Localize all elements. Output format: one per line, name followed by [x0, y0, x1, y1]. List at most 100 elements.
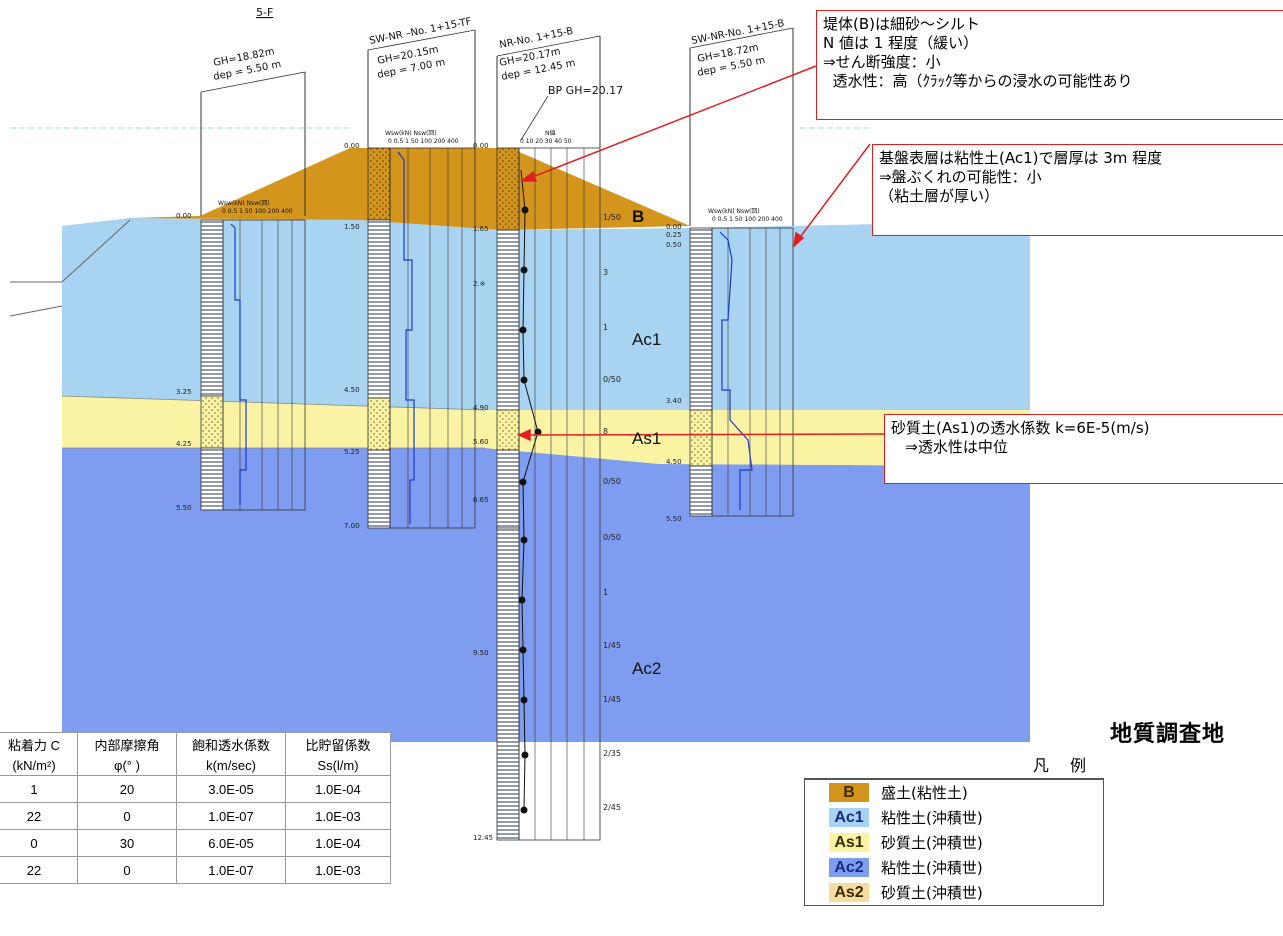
table-cell: 1.0E-07 — [176, 802, 286, 830]
depth-bh1-1: 3.25 — [176, 388, 192, 396]
borehole-sw-nr-tf — [367, 29, 476, 529]
depth-bh3-7: 12.45 — [473, 834, 493, 842]
legend-label: 砂質土(沖積世) — [881, 884, 983, 902]
table-cell: 1.0E-04 — [285, 775, 391, 803]
borehole-3-bp: BP GH=20.17 — [548, 84, 623, 97]
layer-ac1 — [62, 218, 1030, 410]
soil-properties-table: 粘着力 C 内部摩擦角 飽和透水係数 比貯留係数 (kN/m²) φ(° ) k… — [0, 732, 391, 884]
legend-label: 砂質土(沖積世) — [881, 834, 983, 852]
legend-item-as2: As2 砂質土(沖積世) — [805, 880, 1103, 905]
note-embankment: 堤体(B)は細砂～シルト N 値は 1 程度（緩い） ⇒せん断強度：小 透水性：… — [816, 10, 1283, 120]
depth-bh4-0: 0.00 — [666, 223, 682, 231]
col-header-scale-2: 0 0.5 1 50 100 200 400 — [388, 138, 459, 145]
depth-bh3-3: 4.90 — [473, 404, 489, 412]
table-cell: 1.0E-04 — [285, 829, 391, 857]
depth-labels: 0.00 3.25 4.25 5.50 0.00 1.50 4.50 5.25 … — [176, 142, 682, 842]
note-base-layer: 基盤表層は粘性土(Ac1)で層厚は 3m 程度 ⇒盤ぶくれの可能性：小 （粘土層… — [872, 144, 1283, 236]
table-cell: 0 — [77, 802, 177, 830]
depth-bh3-5: 6.65 — [473, 496, 489, 504]
n-value-5: 0/50 — [603, 477, 621, 486]
col-header-wsw-4: Wsw(kN) Nsw(回) — [708, 208, 760, 215]
table-row: 1 20 3.0E-05 1.0E-04 — [0, 775, 391, 803]
depth-bh2-2: 4.50 — [344, 386, 360, 394]
n-value-0: 1/50 — [603, 213, 621, 222]
layer-label-as1: As1 — [632, 429, 661, 448]
slope-line-lower — [9, 305, 63, 317]
depth-bh3-1: 1.65 — [473, 225, 489, 233]
table-cell: 6.0E-05 — [176, 829, 286, 857]
table-unit: Ss(l/m) — [285, 755, 391, 776]
depth-bh1-2: 4.25 — [176, 440, 192, 448]
legend-swatch: B — [829, 783, 869, 802]
layer-b-embankment — [130, 148, 690, 230]
slope-line-mid — [61, 219, 131, 283]
depth-bh4-3: 3.40 — [666, 397, 682, 405]
depth-bh4-2: 0.50 — [666, 241, 682, 249]
legend-label: 粘性土(沖積世) — [881, 809, 983, 827]
col-header-n-scale: 0 10 20 30 40 50 — [520, 138, 572, 145]
depth-bh2-1: 1.50 — [344, 223, 360, 231]
table-cell: 22 — [0, 856, 78, 884]
depth-bh3-0: 0.00 — [473, 142, 489, 150]
depth-bh4-1: 0.25 — [666, 231, 682, 239]
depth-bh1-0: 0.00 — [176, 212, 192, 220]
legend-title: 凡 例 — [1032, 756, 1094, 775]
legend: 凡 例 B 盛土(粘性土) Ac1 粘性土(沖積世) As1 砂質土(沖積世) … — [804, 752, 1104, 906]
borehole-2-name: SW-NR –No. 1+15-TF — [368, 16, 472, 47]
borehole-sw-nr-b — [689, 27, 794, 517]
table-cell: 22 — [0, 802, 78, 830]
legend-label: 盛土(粘性土) — [881, 784, 968, 802]
table-row: 22 0 1.0E-07 1.0E-03 — [0, 856, 391, 884]
col-header-n-value: N値 — [545, 129, 556, 137]
col-header-scale-1: 0 0.5 1 50 100 200 400 — [222, 208, 293, 215]
table-header: 比貯留係数 — [285, 732, 391, 755]
n-value-11: 2/45 — [603, 803, 621, 812]
table-cell: 1.0E-03 — [285, 856, 391, 884]
depth-bh1-3: 5.50 — [176, 504, 192, 512]
col-header-wsw-2: Wsw(kN) Nsw(回) — [385, 130, 437, 137]
depth-bh2-0: 0.00 — [344, 142, 360, 150]
layer-label-ac2: Ac2 — [632, 659, 661, 678]
table-unit: φ(° ) — [77, 755, 177, 776]
site-title: 地質調査地 — [1110, 722, 1226, 747]
table-cell: 1 — [0, 775, 78, 803]
depth-bh3-2: 2.※ — [473, 280, 486, 288]
legend-item-b: B 盛土(粘性土) — [805, 780, 1103, 805]
table-unit: (kN/m²) — [0, 755, 78, 776]
table-header: 内部摩擦角 — [77, 732, 177, 755]
n-value-2: 1 — [603, 323, 608, 332]
table-cell: 3.0E-05 — [176, 775, 286, 803]
n-value-9: 1/45 — [603, 695, 621, 704]
legend-item-ac1: Ac1 粘性土(沖積世) — [805, 805, 1103, 830]
n-value-7: 1 — [603, 588, 608, 597]
col-header-scale-4: 0 0.5 1 50 100 200 400 — [712, 216, 783, 223]
borehole-5f — [200, 71, 306, 511]
legend-item-as1: As1 砂質土(沖積世) — [805, 830, 1103, 855]
legend-swatch: Ac2 — [829, 858, 869, 877]
table-unit: k(m/sec) — [176, 755, 286, 776]
annotation-arrows — [517, 65, 889, 442]
borehole-nr-b — [496, 35, 601, 841]
table-header: 飽和透水係数 — [176, 732, 286, 755]
table-cell: 1.0E-07 — [176, 856, 286, 884]
table-cell: 30 — [77, 829, 177, 857]
table-cell: 0 — [0, 829, 78, 857]
table-cell: 0 — [77, 856, 177, 884]
note-sand-layer: 砂質土(As1)の透水係数 k=6E-5(m/s) ⇒透水性は中位 — [884, 414, 1283, 484]
table-row: 22 0 1.0E-07 1.0E-03 — [0, 802, 391, 830]
n-value-6: 0/50 — [603, 533, 621, 542]
n-value-3: 0/50 — [603, 375, 621, 384]
layer-as1 — [62, 396, 1030, 466]
table-cell: 20 — [77, 775, 177, 803]
legend-label: 粘性土(沖積世) — [881, 859, 983, 877]
depth-bh2-4: 7.00 — [344, 522, 360, 530]
legend-item-ac2: Ac2 粘性土(沖積世) — [805, 855, 1103, 880]
table-cell: 1.0E-03 — [285, 802, 391, 830]
legend-box: B 盛土(粘性土) Ac1 粘性土(沖積世) As1 砂質土(沖積世) Ac2 … — [804, 778, 1104, 906]
n-value-labels: 1/50 3 1 0/50 8 0/50 0/50 1 1/45 1/45 2/… — [603, 213, 621, 812]
borehole-1-name: 5-F — [256, 6, 273, 19]
layer-ac2 — [62, 448, 1030, 742]
depth-bh3-6: 9.50 — [473, 649, 489, 657]
n-value-10: 2/35 — [603, 749, 621, 758]
n-value-4: 8 — [603, 427, 608, 436]
